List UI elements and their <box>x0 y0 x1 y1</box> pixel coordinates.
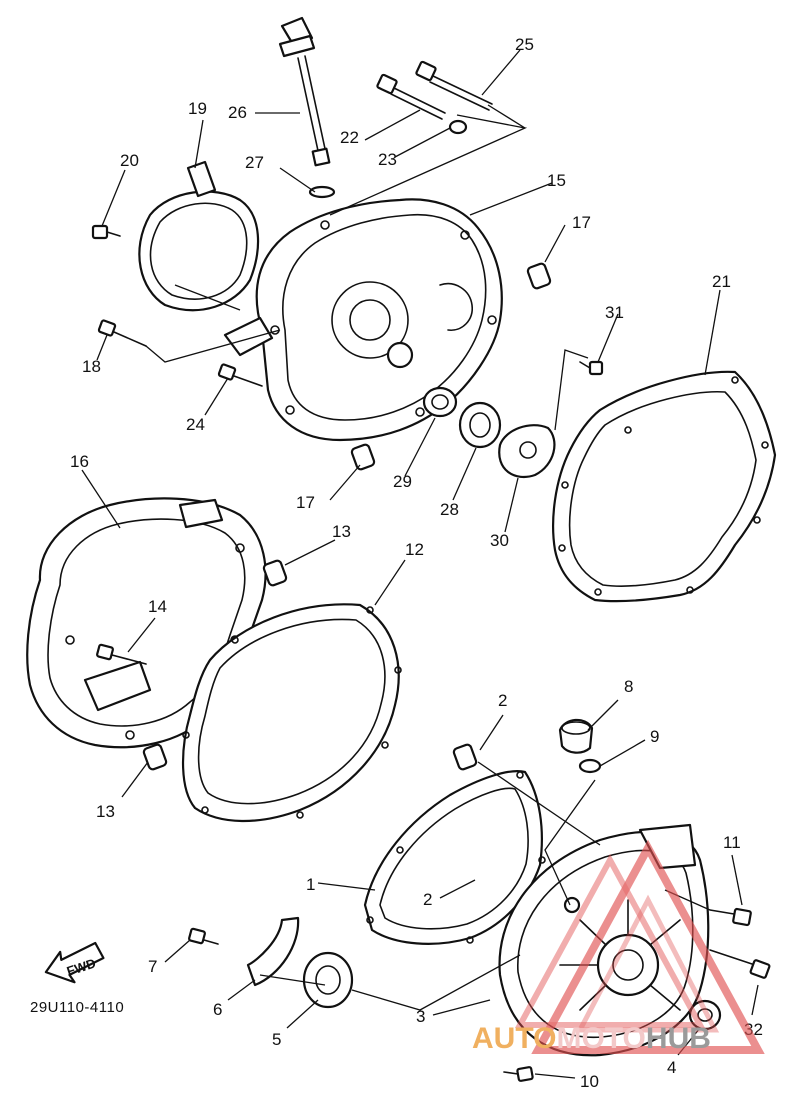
callout-3: 3 <box>416 1007 425 1026</box>
part-11-bolt <box>709 907 752 927</box>
callout-17-upper: 17 <box>572 213 591 232</box>
callout-2-lower: 2 <box>423 890 432 909</box>
part-15-crankcase-cover <box>223 198 503 442</box>
callout-8: 8 <box>624 677 633 696</box>
part-17-dowel-upper <box>526 262 552 290</box>
callout-29: 29 <box>393 472 412 491</box>
watermark-logo-icon <box>514 839 765 1054</box>
callout-13-lower: 13 <box>96 802 115 821</box>
callout-11: 11 <box>723 833 741 852</box>
callout-21: 21 <box>712 272 731 291</box>
part-14-bolt <box>96 643 147 665</box>
part-32-bolt <box>709 949 771 979</box>
callout-16: 16 <box>70 452 89 471</box>
part-30-plate <box>498 424 556 479</box>
callout-27: 27 <box>245 153 264 172</box>
callout-9: 9 <box>650 727 659 746</box>
callout-25: 25 <box>515 35 534 54</box>
forward-arrow-icon: FWD <box>44 941 105 984</box>
callout-19: 19 <box>188 99 207 118</box>
callout-7: 7 <box>148 957 157 976</box>
part-2-dowel-upper <box>452 743 478 771</box>
callout-17-lower: 17 <box>296 493 315 512</box>
part-27-o-ring <box>308 185 336 199</box>
part-6-retainer <box>246 916 300 987</box>
part-22-bolt <box>376 73 446 120</box>
part-25-bolt <box>415 60 493 111</box>
part-7-screw <box>188 927 219 945</box>
watermark-text: AUTOMOTOHUB <box>472 1022 711 1055</box>
callout-5: 5 <box>272 1030 281 1049</box>
part-8-plug <box>558 718 594 754</box>
part-26-dipstick <box>278 16 331 167</box>
callout-14: 14 <box>148 597 167 616</box>
callout-12: 12 <box>405 540 424 559</box>
callout-10: 10 <box>580 1072 599 1091</box>
callout-13-upper: 13 <box>332 522 351 541</box>
callout-30: 30 <box>490 531 509 550</box>
callout-4: 4 <box>667 1058 676 1077</box>
part-code: 29U110-4110 <box>30 999 124 1016</box>
callout-31: 31 <box>605 303 624 322</box>
part-20-screw <box>91 224 121 240</box>
part-4-oil-seal <box>688 999 722 1031</box>
part-19-cover-plate <box>138 160 260 312</box>
callout-28: 28 <box>440 500 459 519</box>
part-5-bearing <box>302 951 354 1009</box>
callout-18: 18 <box>82 357 101 376</box>
part-28-bearing <box>458 401 502 449</box>
watermark-auto: AUTOMOTOHUB <box>472 1022 711 1055</box>
part-3-clutch-cover <box>498 823 710 1057</box>
part-17-dowel-lower <box>350 443 376 471</box>
assembly-lines <box>145 104 711 1011</box>
callout-2-upper: 2 <box>498 691 507 710</box>
callout-23: 23 <box>378 150 397 169</box>
callout-15: 15 <box>547 171 566 190</box>
callout-26: 26 <box>228 103 247 122</box>
callout-24: 24 <box>186 415 205 434</box>
part-10-bolt <box>503 1066 534 1082</box>
callout-20: 20 <box>120 151 139 170</box>
part-13-dowel-upper <box>262 559 288 587</box>
part-1-gasket <box>363 770 546 945</box>
callout-1: 1 <box>306 875 315 894</box>
callout-leaders <box>81 49 759 1079</box>
part-31-screw <box>579 360 604 376</box>
part-21-gasket <box>552 370 777 603</box>
part-13-dowel-lower <box>142 743 168 771</box>
callout-6: 6 <box>213 1000 222 1019</box>
part-18-bolt <box>97 319 147 347</box>
part-24-bolt <box>217 363 263 387</box>
part-9-o-ring <box>578 758 602 774</box>
part-12-gasket <box>182 603 402 823</box>
part-23-washer <box>448 119 468 135</box>
part-29-oil-seal <box>422 386 458 418</box>
callout-22: 22 <box>340 128 359 147</box>
